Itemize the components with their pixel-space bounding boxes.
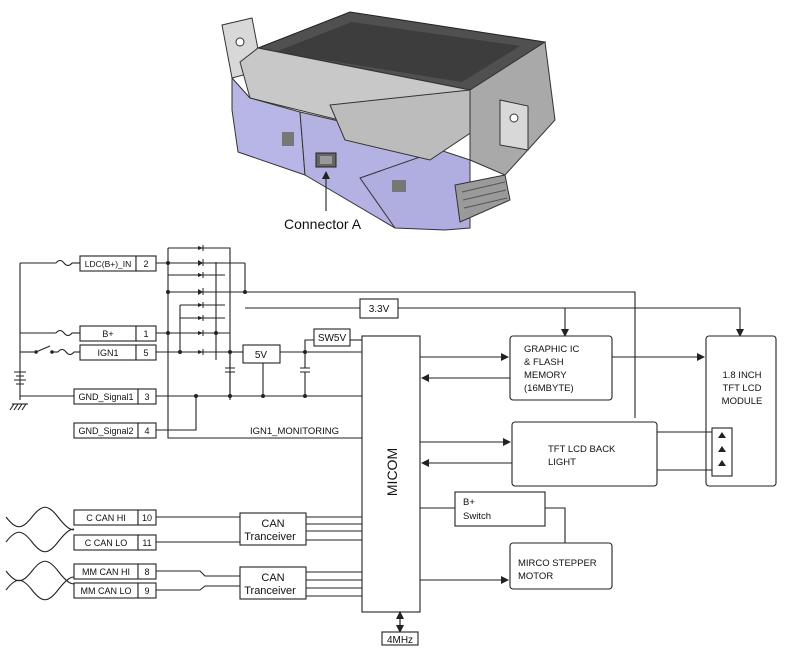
battery-icon bbox=[14, 371, 26, 385]
micom-label: MICOM bbox=[384, 448, 400, 496]
capacitor-icon bbox=[300, 352, 310, 396]
pin-number: 3 bbox=[144, 392, 149, 402]
pin-label: LDC(B+)_IN bbox=[85, 259, 132, 269]
can-transceiver-1: CAN Tranceiver bbox=[239, 512, 307, 546]
bplus-switch-line: Switch bbox=[463, 511, 491, 522]
pin-gnd-signal2: GND_Signal2 4 bbox=[73, 422, 157, 439]
clock-box bbox=[381, 631, 419, 646]
twisted-pair-icon bbox=[5, 506, 75, 531]
pin-bplus: B+ 1 bbox=[79, 325, 157, 342]
pin-c-can-lo: C CAN LO 11 bbox=[73, 534, 157, 551]
pin-number: 8 bbox=[144, 567, 149, 577]
tft-module-line: TFT LCD bbox=[723, 383, 762, 394]
can-transceiver-2: CAN Tranceiver bbox=[239, 566, 307, 600]
bplus-switch-line: B+ bbox=[463, 497, 475, 508]
pin-label: MM CAN HI bbox=[82, 567, 130, 577]
graphic-ic-line: (16MBYTE) bbox=[524, 383, 574, 394]
cluster-unit-illustration bbox=[221, 11, 556, 231]
tft-module-line: MODULE bbox=[722, 396, 763, 407]
regulator-sw5v-label: SW5V bbox=[318, 333, 347, 344]
pin-number: 11 bbox=[142, 538, 151, 548]
can2-line: Tranceiver bbox=[244, 585, 296, 597]
regulator-5v-label: 5V bbox=[255, 350, 268, 361]
micom-block: MICOM bbox=[361, 335, 421, 613]
regulator-3v3-label: 3.3V bbox=[369, 304, 390, 315]
connector-a-label: Connector A bbox=[284, 216, 362, 232]
supply-wiring bbox=[9, 259, 80, 411]
pin-number: 9 bbox=[144, 586, 149, 596]
signal-arrows bbox=[420, 353, 712, 584]
ign-monitoring-label: IGN1_MONITORING bbox=[250, 426, 339, 437]
pin-mm-can-lo: MM CAN LO 9 bbox=[73, 582, 157, 599]
pin-c-can-hi: C CAN HI 10 bbox=[73, 509, 157, 526]
pin-label: GND_Signal2 bbox=[78, 426, 133, 436]
graphic-ic-line: GRAPHIC IC bbox=[524, 344, 580, 355]
pin-number: 5 bbox=[143, 348, 148, 358]
stepper-line: MOTOR bbox=[518, 571, 553, 582]
pin-label: B+ bbox=[102, 329, 113, 339]
can-wiring bbox=[5, 506, 362, 601]
bplus-switch-block: B+ Switch bbox=[454, 491, 546, 527]
can1-line: Tranceiver bbox=[244, 531, 296, 543]
fuse-icon bbox=[55, 329, 73, 337]
stepper-line: MIRCO STEPPER bbox=[518, 558, 597, 569]
tft-lcd-module: 1.8 INCH TFT LCD MODULE bbox=[705, 335, 777, 487]
switch-icon bbox=[35, 345, 51, 353]
backlight-line: LIGHT bbox=[548, 457, 576, 468]
pin-label: C CAN LO bbox=[85, 538, 128, 548]
stepper-motor-block: MIRCO STEPPER MOTOR bbox=[509, 542, 613, 590]
pin-label: IGN1 bbox=[97, 348, 118, 358]
capacitor-icon bbox=[225, 352, 235, 396]
pin-number: 2 bbox=[143, 259, 148, 269]
graphic-ic-line: & FLASH bbox=[524, 357, 564, 368]
can2-line: CAN bbox=[261, 572, 284, 584]
pin-label: MM CAN LO bbox=[80, 586, 131, 596]
pin-label: C CAN HI bbox=[86, 513, 126, 523]
regulator-5v: 5V bbox=[242, 344, 281, 364]
fuse-icon bbox=[57, 348, 75, 356]
pin-number: 4 bbox=[144, 426, 149, 436]
can1-line: CAN bbox=[261, 518, 284, 530]
pin-number: 10 bbox=[142, 513, 152, 523]
graphic-ic-block: GRAPHIC IC & FLASH MEMORY (16MBYTE) bbox=[509, 335, 613, 401]
tft-module-line: 1.8 INCH bbox=[722, 370, 761, 381]
pin-label: GND_Signal1 bbox=[78, 392, 133, 402]
pin-ign1: IGN1 5 bbox=[79, 344, 157, 361]
regulator-3v3: 3.3V bbox=[359, 298, 399, 319]
pin-number: 1 bbox=[143, 329, 148, 339]
pin-mm-can-hi: MM CAN HI 8 bbox=[73, 563, 157, 580]
pin-gnd-signal1: GND_Signal1 3 bbox=[73, 388, 157, 405]
graphic-ic-line: MEMORY bbox=[524, 370, 567, 381]
regulator-sw5v: SW5V bbox=[313, 328, 351, 347]
backlight-block: TFT LCD BACK LIGHT bbox=[511, 421, 658, 487]
power-network bbox=[156, 245, 744, 439]
pin-ldc-in: LDC(B+)_IN 2 bbox=[79, 255, 157, 272]
fuse-icon bbox=[55, 259, 73, 267]
backlight-line: TFT LCD BACK bbox=[548, 444, 616, 455]
clock-label: 4MHz bbox=[387, 635, 413, 646]
